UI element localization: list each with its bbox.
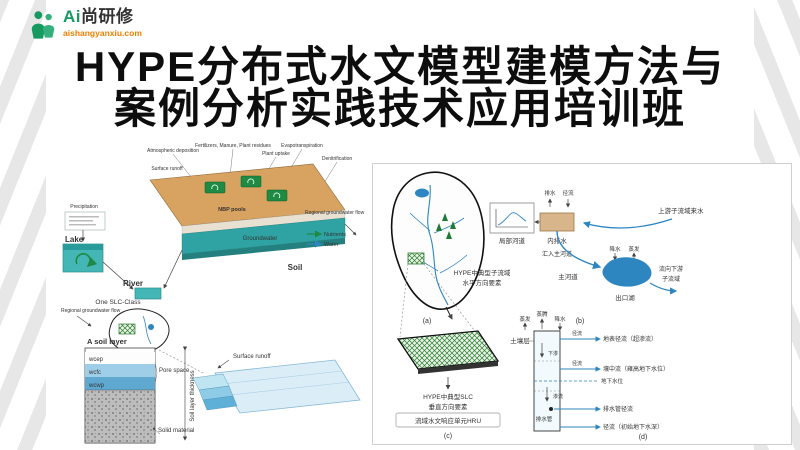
label-river: River: [123, 279, 143, 288]
label-plant-uptake: Plant uptake: [262, 151, 290, 157]
tree-icons: [436, 213, 456, 239]
label-wcfc: wcfc: [88, 370, 101, 376]
label-upstream-inflow: 上游子流域来水: [658, 206, 704, 215]
slc-cell: [407, 252, 425, 265]
people-logo-icon: [31, 11, 55, 39]
label-b: (b): [576, 318, 585, 325]
slc-class-blob: One SLC-Class: [95, 299, 206, 375]
recycle-icon: [75, 253, 98, 268]
decorative-stripes-left: [0, 0, 46, 450]
label-pore-space: Pore space: [159, 368, 190, 374]
label-solid-material: Solid material: [158, 428, 194, 434]
label-drain-up: 排水: [544, 189, 556, 197]
title-line-1: HYPE分布式水文模型建模方法与: [74, 43, 726, 90]
label-outlet-lake: 出口湖: [615, 293, 635, 302]
river-network: [427, 184, 449, 306]
label-runoff-down: 径流: [562, 189, 574, 197]
soil-slab: NBP pools Groundwater Soil: [149, 163, 346, 272]
label-runoff-tag-2: 径流: [572, 360, 582, 367]
cycle-icon: [273, 192, 281, 199]
label-groundwater: Groundwater: [243, 236, 278, 242]
routing-schematic: 局部河道 排水 径流 内排水 上游子流域来水 汇入主河道 主河道 降水 蒸发 流…: [489, 189, 704, 325]
brand-ai: Ai: [63, 7, 81, 26]
label-evaporation: 蒸发: [519, 315, 531, 323]
label-infiltration: 下渗: [548, 350, 558, 357]
label-runoff-tag-1: 径流: [572, 330, 582, 337]
label-a: (a): [423, 318, 432, 325]
label-a-soil-layer: A soil layer: [87, 337, 127, 346]
surface-runoff-slab: Surface runoff: [192, 354, 361, 414]
label-pipe-runoff: 排水管径流: [603, 405, 633, 413]
label-interflow: 壤中流（雍高地下水位）: [603, 365, 669, 373]
label-local-channel: 局部河道: [499, 236, 526, 245]
label-drain-pipe: 排水管: [536, 415, 553, 423]
lake-icon: [415, 188, 429, 198]
label-surface-runoff-cn: 地表径流（超渗流）: [603, 335, 657, 343]
label-join-main-channel: 汇入主河道: [542, 250, 572, 258]
label-lake: Lake: [65, 235, 84, 244]
label-one-slc-class: One SLC-Class: [95, 299, 141, 306]
label-regional-groundwater-left: Regional groundwater flow: [61, 308, 121, 314]
caption-vertical-2: 垂直方向要素: [429, 402, 469, 411]
page-title: HYPE分布式水文模型建模方法与 案例分析实践技术应用培训班: [0, 46, 800, 130]
label-soil-layer: 土壤层: [510, 336, 530, 345]
caption-vertical-1: HYPE中典型SLC: [423, 392, 473, 401]
lake-river: Precipitation Lake River Regional ground…: [61, 204, 183, 327]
label-evapotranspiration: Evapotranspiration: [281, 143, 323, 149]
label-regional-groundwater-right: Regional groundwater flow: [305, 210, 365, 216]
label-transpiration: 蒸腾: [536, 310, 548, 318]
label-precip-2: 降水: [554, 315, 566, 323]
label-soil: Soil: [288, 263, 303, 272]
label-hru: 流域水文响应单元HRU: [415, 416, 481, 425]
label-percolation: 渗流: [553, 393, 563, 400]
label-deep-runoff: 径流（初始地下水深）: [603, 423, 663, 431]
label-atmospheric-deposition: Atmospheric deposition: [147, 148, 199, 154]
label-inner-drain: 内排水: [547, 236, 567, 245]
label-precipitation: Precipitation: [70, 204, 98, 210]
legend-water: Water: [324, 242, 339, 248]
soil-box: [539, 212, 575, 232]
drain-pipe-icon: [549, 407, 553, 411]
label-surface-runoff: Surface runoff: [151, 166, 183, 172]
catchment-map: HYPE中典型子流域 水平方向要素 (a): [390, 171, 511, 325]
slc-tile: HYPE中典型SLC 垂直方向要素 流域水文响应单元HRU (c): [395, 263, 501, 440]
brand-name: Ai尚研修: [63, 7, 142, 27]
soil-layer-column: A soil layer wcep wcfc wcwp Pore space S…: [84, 337, 196, 444]
logo: Ai尚研修 aishangyanxiu.com: [28, 7, 142, 41]
label-to-downstream-2: 子流域: [662, 275, 680, 283]
label-water-table: 地下水位: [601, 377, 624, 385]
title-line-2: 案例分析实践技术应用培训班: [113, 85, 686, 132]
figure-hype-subbasin-panel: HYPE中典型子流域 水平方向要素 (a) 局部河道 排水 径流 内排水 上游子…: [372, 163, 792, 445]
label-soil-layer-thickness: Soil layer thickness: [190, 370, 196, 421]
label-to-downstream-1: 流向下游: [659, 265, 683, 273]
cycle-icon: [211, 184, 219, 191]
caption-horizontal-2: 水平方向要素: [463, 278, 503, 287]
label-c: (c): [444, 433, 452, 440]
soil-profile: 土壤层 蒸发 蒸腾 降水 径流 地表径流（超渗流） 下渗 径流 壤中流（雍高地下…: [510, 310, 669, 441]
label-evap-small: 蒸发: [628, 245, 640, 253]
outlet-lake-shape: [602, 257, 652, 287]
brand-rest: 尚研修: [81, 7, 134, 26]
legend: Regional groundwater flow Nutrients Wate…: [305, 210, 365, 248]
label-main-channel: 主河道: [558, 272, 578, 281]
cycle-icon: [247, 178, 255, 185]
caption-horizontal-1: HYPE中典型子流域: [454, 268, 511, 277]
label-d: (d): [639, 434, 648, 441]
label-wcwp: wcwp: [88, 383, 105, 389]
brand-url: aishangyanxiu.com: [63, 27, 142, 38]
label-wcep: wcep: [88, 357, 104, 363]
label-precip-small: 降水: [609, 245, 621, 253]
label-denitrification: Denitrification: [322, 156, 353, 162]
label-fertilizers: Fertilizers, Manure, Plant residues: [195, 143, 271, 149]
label-surface-runoff-2: Surface runoff: [233, 354, 271, 360]
legend-nutrients: Nutrients: [324, 232, 346, 238]
label-nbp-pools: NBP pools: [218, 207, 246, 213]
figure-hype-soil-schematic: Atmospheric deposition Fertilizers, Manu…: [61, 143, 365, 444]
